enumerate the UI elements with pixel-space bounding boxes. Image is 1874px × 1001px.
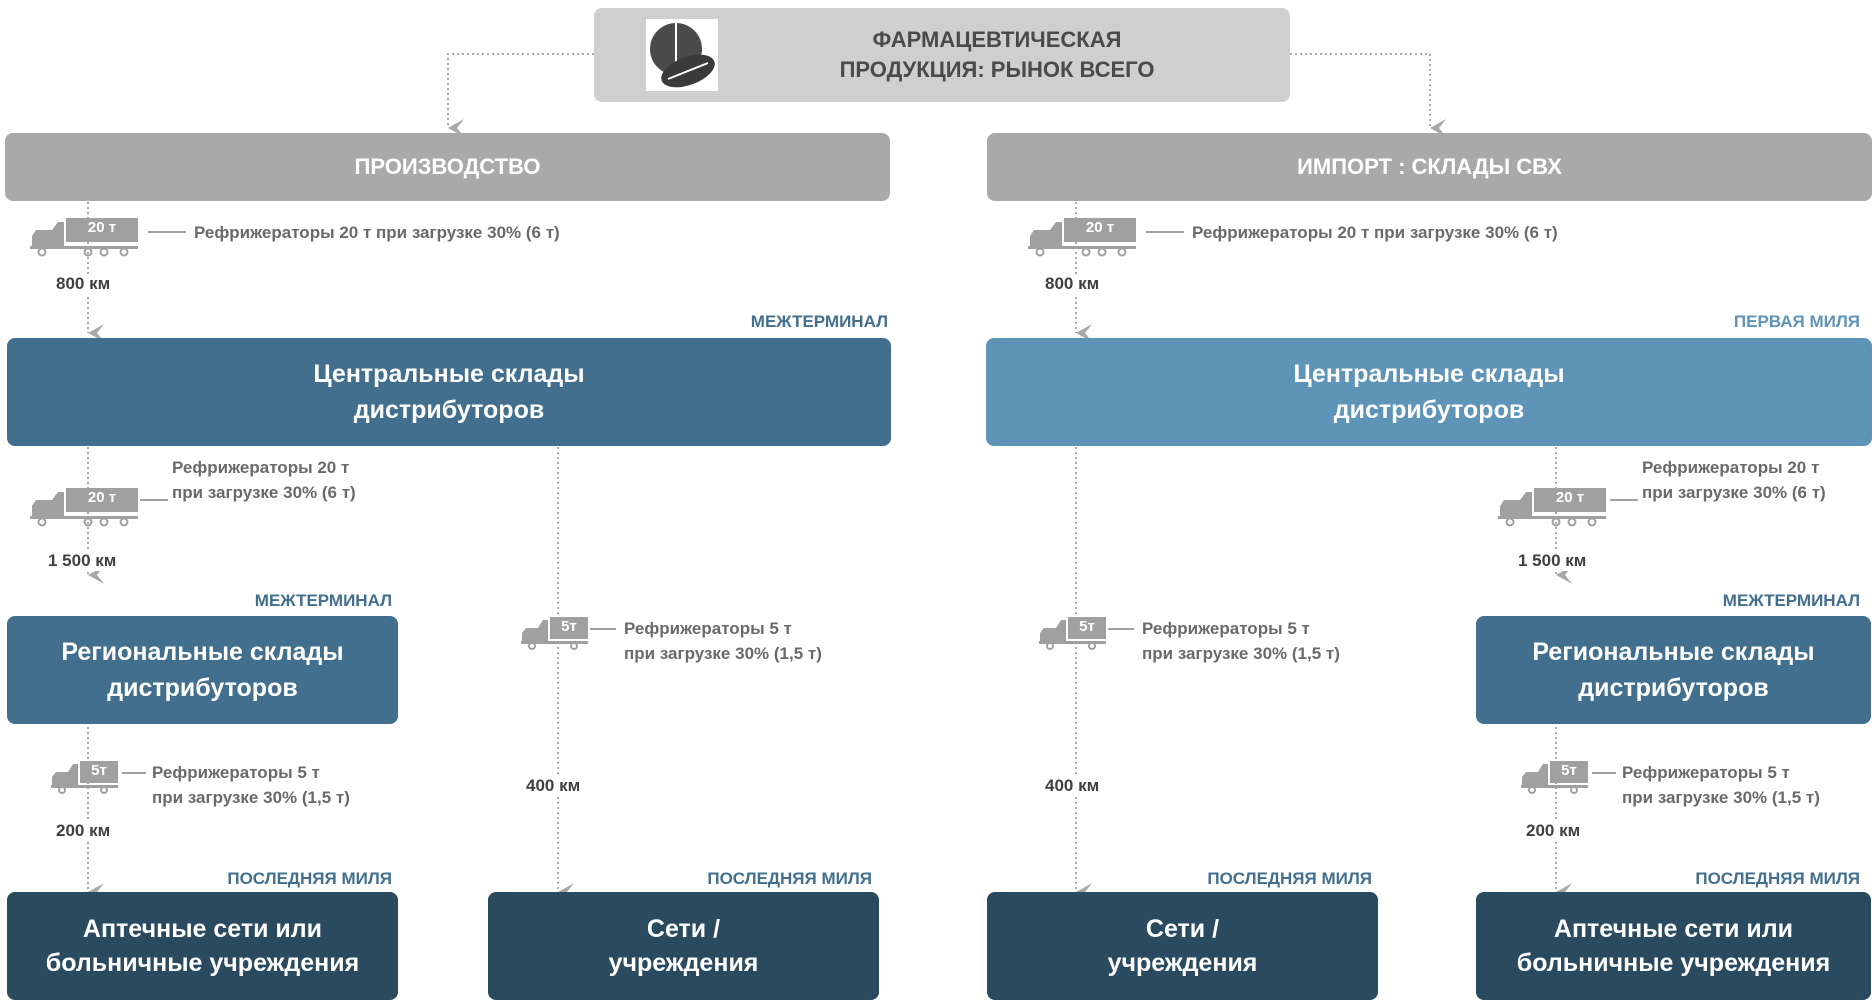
regional-warehouses-label: Региональные склады дистрибуторов (1532, 638, 1815, 702)
end-node-label: Аптечные сети или больничные учреждения (1516, 915, 1831, 977)
distance-label: 400 км (1043, 776, 1102, 796)
pharmacy-chains-left: Аптечные сети или больничные учреждения (7, 892, 398, 1000)
segment-tag: ПЕРВАЯ МИЛЯ (1733, 312, 1860, 331)
truck-capacity: 20 т (1085, 219, 1115, 236)
end-node-label: Сети / учреждения (608, 915, 759, 977)
truck-note: Рефрижераторы 20 т при загрузке 30% (6 т… (194, 223, 560, 242)
link-top-to-import (1290, 53, 1447, 137)
truck-capacity: 5т (561, 618, 577, 635)
regional-warehouses-label: Региональные склады дистрибуторов (61, 638, 344, 702)
networks-institutions-right: Сети / учреждения (987, 892, 1378, 1000)
truck-20t-icon (30, 488, 138, 527)
truck-note: Рефрижераторы 20 т при загрузке 30% (6 т… (1192, 223, 1558, 242)
truck-20t-icon (1028, 218, 1136, 257)
segment-tag: ПОСЛЕДНЯЯ МИЛЯ (227, 869, 392, 888)
truck-capacity: 5т (1079, 618, 1095, 635)
truck-note: Рефрижераторы 5 т при загрузке 30% (1,5 … (624, 619, 822, 663)
distance-label: 800 км (1043, 274, 1102, 294)
segment-tag: МЕЖТЕРМИНАЛ (1722, 591, 1860, 610)
pills-icon (646, 19, 718, 91)
truck-capacity: 20 т (1555, 489, 1585, 506)
truck-capacity: 20 т (87, 219, 117, 236)
truck-note: Рефрижераторы 5 т при загрузке 30% (1,5 … (152, 763, 350, 807)
pharmacy-chains-right: Аптечные сети или больничные учреждения (1476, 892, 1871, 1000)
truck-5t-icon (1039, 617, 1106, 650)
truck-note: Рефрижераторы 20 т при загрузке 30% (6 т… (1642, 458, 1826, 502)
segment-tag: МЕЖТЕРМИНАЛ (254, 591, 392, 610)
distance-label: 400 км (524, 776, 583, 796)
truck-note: Рефрижераторы 5 т при загрузке 30% (1,5 … (1622, 763, 1820, 807)
distance-label: 800 км (54, 274, 113, 294)
distance-label: 200 км (54, 821, 113, 841)
distance-label: 1 500 км (46, 551, 119, 571)
truck-5t-icon (1521, 761, 1588, 794)
truck-capacity: 5т (91, 762, 107, 779)
root-node: ФАРМАЦЕВТИЧЕСКАЯ ПРОДУКЦИЯ: РЫНОК ВСЕГО (594, 8, 1290, 102)
segment-tag: ПОСЛЕДНЯЯ МИЛЯ (1207, 869, 1372, 888)
segment-tag: ПОСЛЕДНЯЯ МИЛЯ (707, 869, 872, 888)
distance-label: 1 500 км (1516, 551, 1589, 571)
segment-tag: ПОСЛЕДНЯЯ МИЛЯ (1695, 869, 1860, 888)
truck-20t-icon (1498, 488, 1606, 527)
link-top-to-production (447, 53, 594, 137)
import-header: ИМПОРТ : СКЛАДЫ СВХ (987, 133, 1872, 201)
end-node-label: Аптечные сети или больничные учреждения (45, 915, 360, 977)
central-warehouses-right: Центральные склады дистрибуторов (986, 338, 1872, 446)
truck-5t-icon (521, 617, 588, 650)
truck-capacity: 5т (1561, 762, 1577, 779)
root-title: ФАРМАЦЕВТИЧЕСКАЯ ПРОДУКЦИЯ: РЫНОК ВСЕГО (839, 27, 1155, 82)
central-warehouses-label: Центральные склады дистрибуторов (1293, 360, 1565, 424)
truck-note: Рефрижераторы 20 т при загрузке 30% (6 т… (172, 458, 356, 502)
production-header: ПРОИЗВОДСТВО (5, 133, 890, 201)
networks-institutions-left: Сети / учреждения (488, 892, 879, 1000)
segment-tag: МЕЖТЕРМИНАЛ (750, 312, 888, 331)
central-warehouses-label: Центральные склады дистрибуторов (313, 360, 585, 424)
regional-warehouses-right: Региональные склады дистрибуторов (1476, 616, 1871, 724)
distance-label: 200 км (1524, 821, 1583, 841)
central-warehouses-left: Центральные склады дистрибуторов (7, 338, 891, 446)
truck-note: Рефрижераторы 5 т при загрузке 30% (1,5 … (1142, 619, 1340, 663)
truck-5t-icon (51, 761, 118, 794)
end-node-label: Сети / учреждения (1107, 915, 1258, 977)
truck-capacity: 20 т (87, 489, 117, 506)
regional-warehouses-left: Региональные склады дистрибуторов (7, 616, 398, 724)
truck-20t-icon (30, 218, 138, 257)
